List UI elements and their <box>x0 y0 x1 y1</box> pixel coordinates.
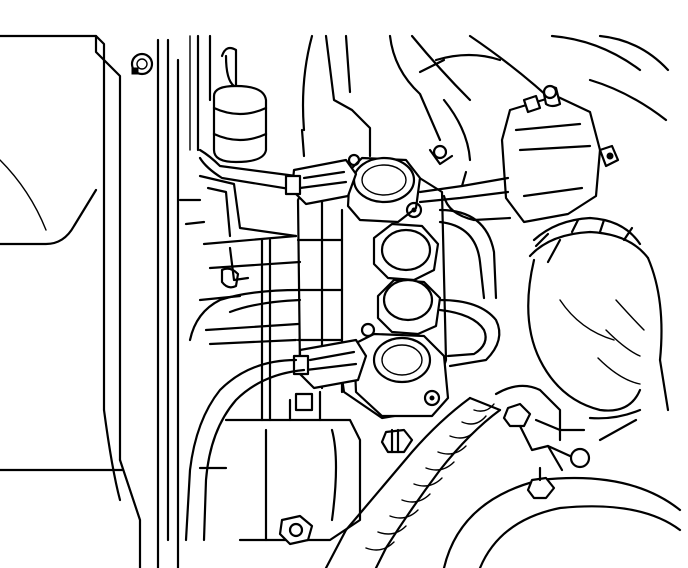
valve-cap-middle-1 <box>372 222 440 282</box>
valve-cap-middle-2 <box>376 278 442 336</box>
vacuum-hoses <box>178 148 298 238</box>
engine-lower-block <box>198 390 362 542</box>
vacuum-line-right <box>418 170 512 222</box>
valve-actuator <box>500 84 620 224</box>
strut-tower-rails <box>156 35 191 568</box>
fender-bolt-icon <box>130 52 154 76</box>
corrugated-hose <box>324 396 502 568</box>
valve-cap-bottom <box>352 322 450 418</box>
lower-right-bracket <box>494 384 642 472</box>
background-contours <box>300 34 670 166</box>
lower-bolt-icon <box>380 428 414 454</box>
bottom-bolt-icon <box>278 514 314 546</box>
pulley <box>442 466 682 568</box>
fluid-reservoir <box>196 34 268 164</box>
intake-duct <box>527 216 670 412</box>
intake-runners <box>198 234 302 422</box>
fender-panel <box>0 34 142 568</box>
electrical-connector-top <box>284 153 361 206</box>
valve-cap-top <box>346 156 423 224</box>
wiring-harness <box>184 208 501 542</box>
